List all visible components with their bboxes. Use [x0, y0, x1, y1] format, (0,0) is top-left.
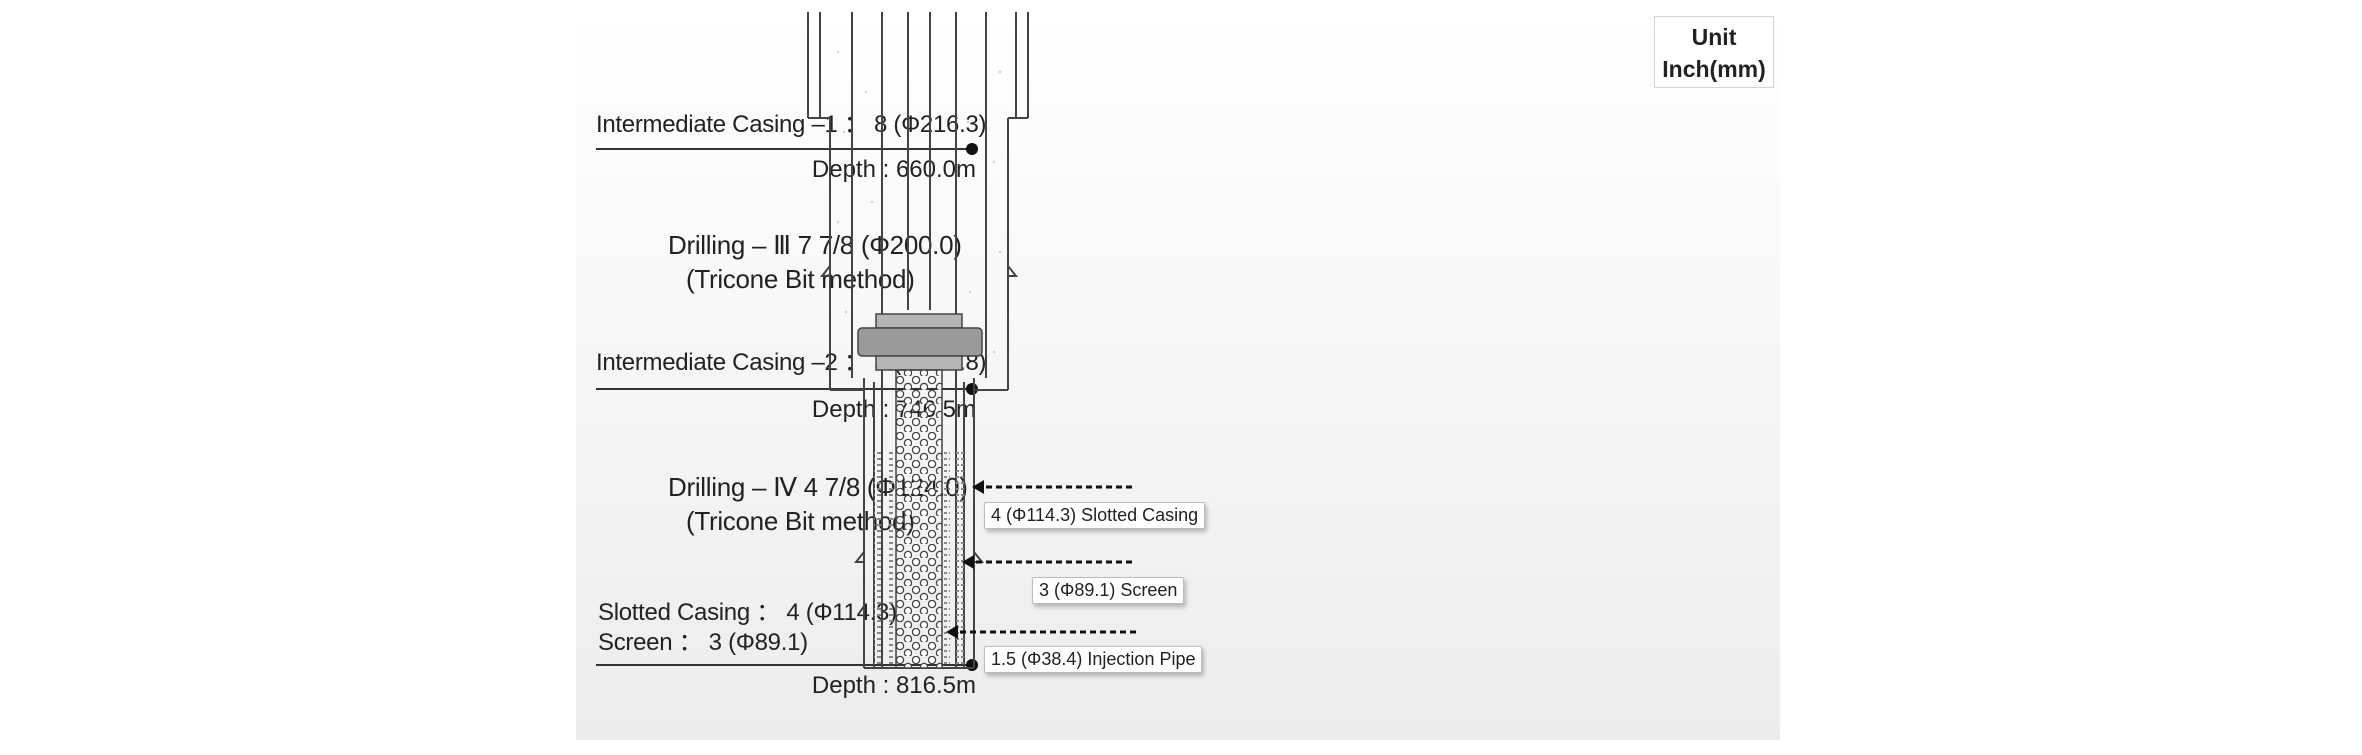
casing-2-depth: Depth : 746.5m [811, 396, 976, 423]
screen-label: Screen ： 3 (Φ89.1) [598, 629, 808, 656]
drilling-3-method: (Tricone Bit method) [686, 264, 915, 294]
unit-value: Inch(mm) [1662, 56, 1766, 82]
callout-arrowheads [946, 480, 984, 639]
casing-1-label: Intermediate Casing –1 ： 8 (Φ216.3) [596, 111, 987, 138]
callout-screen: 3 (Φ89.1) Screen [1032, 577, 1185, 604]
injection-pipe-gravel [895, 369, 943, 669]
cement-texture [836, 50, 1002, 354]
screen-left [888, 452, 894, 668]
casing-1-dot [966, 143, 978, 155]
casing-3-depth: Depth : 816.5m [811, 672, 976, 699]
drilling-3-title: Drilling – Ⅲ 7 7/8 (Φ200.0) [668, 230, 962, 260]
casing-1-depth: Depth : 660.0m [811, 156, 976, 183]
callout-slotted-casing: 4 (Φ114.3) Slotted Casing [984, 502, 1206, 529]
callout-injection-pipe: 1.5 (Φ38.4) Injection Pipe [984, 646, 1203, 673]
screen-right [944, 452, 950, 668]
callout-arrows [950, 485, 1136, 634]
casing-1-line [596, 148, 972, 150]
casing-2-line [596, 388, 972, 390]
unit-box: Unit Inch(mm) [1654, 16, 1774, 88]
casing-3-line [596, 664, 972, 666]
slotted-casing-label: Slotted Casing ： 4 (Φ114.3) [598, 599, 897, 626]
well-diagram-panel: Intermediate Casing –1 ： 8 (Φ216.3) Dept… [576, 12, 1780, 740]
well-schematic [807, 12, 1136, 669]
slotted-casing-left [874, 452, 882, 668]
unit-title: Unit [1691, 24, 1737, 50]
packer [857, 313, 983, 371]
slotted-casing-right [956, 452, 964, 668]
